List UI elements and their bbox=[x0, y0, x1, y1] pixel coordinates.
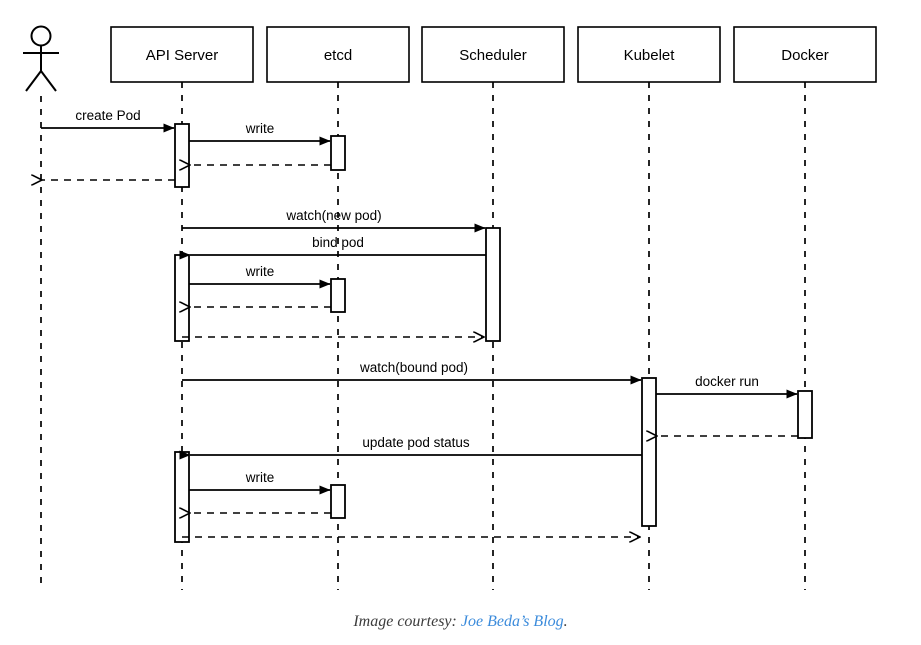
activation-bar bbox=[797, 390, 813, 439]
sequence-diagram: API Server etcd Scheduler Kubelet Docker bbox=[23, 25, 877, 590]
lifeline-label-docker: Docker bbox=[781, 47, 829, 64]
message-label: write bbox=[245, 264, 275, 279]
message-watch-new-pod[interactable]: watch(new pod) bbox=[182, 208, 486, 233]
caption-suffix: . bbox=[563, 613, 568, 630]
activation-bar bbox=[485, 227, 501, 342]
activation-bar bbox=[330, 484, 346, 519]
message-write-3[interactable]: write bbox=[189, 470, 331, 495]
activation-bar bbox=[174, 451, 190, 543]
lifeline-head-etcd[interactable]: etcd bbox=[266, 26, 410, 83]
caption-link[interactable]: Joe Beda’s Blog bbox=[460, 613, 564, 630]
activation-bar bbox=[330, 135, 346, 171]
message-label: watch(bound pod) bbox=[359, 360, 468, 375]
message-label: docker run bbox=[695, 374, 759, 389]
lifeline-head-docker[interactable]: Docker bbox=[733, 26, 877, 83]
lifeline-head-scheduler[interactable]: Scheduler bbox=[421, 26, 565, 83]
lifeline-label-etcd: etcd bbox=[324, 47, 352, 64]
message-label: bind pod bbox=[312, 235, 364, 250]
message-update-pod-status[interactable]: update pod status bbox=[179, 435, 642, 460]
message-label: write bbox=[245, 470, 275, 485]
activation-bar bbox=[174, 254, 190, 342]
lifeline-label-scheduler: Scheduler bbox=[459, 47, 527, 64]
lifeline-label-kubelet: Kubelet bbox=[624, 47, 676, 64]
message-label: update pod status bbox=[362, 435, 470, 450]
lifeline-label-apiserver: API Server bbox=[146, 47, 219, 64]
caption-prefix: Image courtesy: bbox=[353, 613, 461, 630]
message-create-pod[interactable]: create Pod bbox=[41, 108, 175, 133]
activation-bar bbox=[330, 278, 346, 313]
actor-stick-figure bbox=[23, 25, 59, 92]
image-caption: Image courtesy: Joe Beda’s Blog. bbox=[0, 613, 921, 631]
message-watch-bound-pod[interactable]: watch(bound pod) bbox=[182, 360, 642, 385]
message-label: watch(new pod) bbox=[285, 208, 381, 223]
message-label: create Pod bbox=[75, 108, 140, 123]
message-write-2[interactable]: write bbox=[189, 264, 331, 289]
lifeline-head-apiserver[interactable]: API Server bbox=[110, 26, 254, 83]
message-label: write bbox=[245, 121, 275, 136]
message-write-1[interactable]: write bbox=[189, 121, 331, 146]
activation-bar bbox=[641, 377, 657, 527]
message-docker-run[interactable]: docker run bbox=[656, 374, 798, 399]
activation-bar bbox=[174, 123, 190, 188]
message-bind-pod[interactable]: bind pod bbox=[179, 235, 486, 260]
lifeline-head-kubelet[interactable]: Kubelet bbox=[577, 26, 721, 83]
